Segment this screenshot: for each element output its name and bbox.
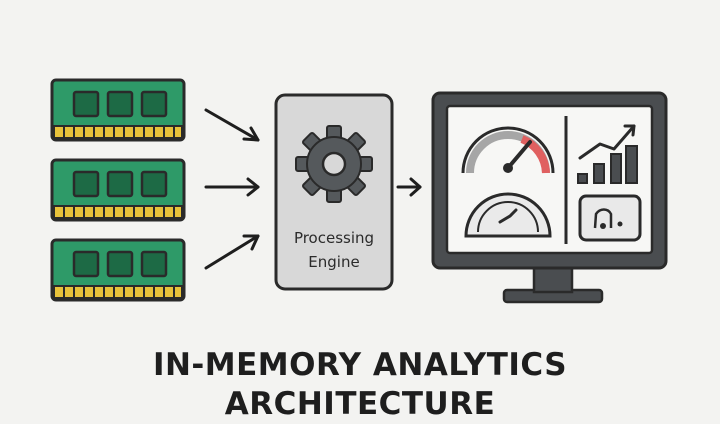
arrow-ram2-to-engine xyxy=(204,177,260,197)
processing-engine xyxy=(274,93,394,291)
arrow-ram1-to-engine xyxy=(204,108,260,142)
speedometer-icon xyxy=(461,126,555,174)
widget-card-icon xyxy=(578,194,642,242)
diagram-title-line2: ARCHITECTURE xyxy=(224,386,496,422)
bar-chart-icon xyxy=(577,145,638,184)
ram-module-icon xyxy=(50,238,186,302)
diagram-title-line1: IN-MEMORY ANALYTICS xyxy=(152,347,568,383)
engine-label-line2: Engine xyxy=(308,253,360,271)
gear-icon xyxy=(295,125,373,203)
engine-label: Processing Engine xyxy=(276,226,392,274)
architecture-diagram xyxy=(50,78,668,304)
trend-line-icon xyxy=(578,124,636,160)
ram-module-icon xyxy=(50,78,186,142)
monitor-icon xyxy=(431,91,668,304)
engine-label-line1: Processing xyxy=(293,229,375,247)
arrow-ram3-to-engine xyxy=(204,234,260,270)
gauge-icon xyxy=(464,192,552,238)
ram-module-icon xyxy=(50,158,186,222)
arrow-engine-to-monitor xyxy=(396,177,422,197)
